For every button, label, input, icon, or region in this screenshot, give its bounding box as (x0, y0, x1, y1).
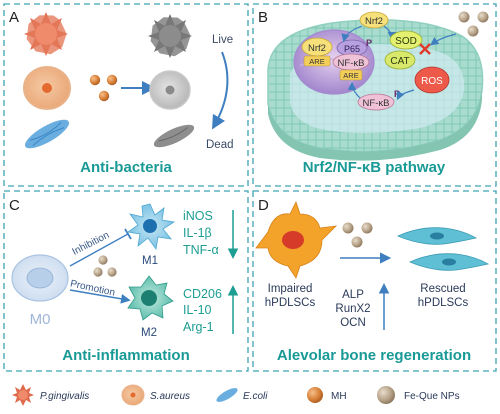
inhibition-label: Inhibition (71, 230, 112, 258)
live-label: Live (212, 34, 233, 46)
promotion-label: Promotion (69, 278, 116, 298)
panel-c-border (3, 190, 249, 372)
nfkb-translocation-arrow (347, 81, 361, 99)
legend-item-mh: MH (307, 387, 347, 403)
m1-macrophage (126, 203, 176, 251)
rescued-hpdlsc-cells (396, 227, 490, 271)
s-aureus-icon (23, 66, 71, 110)
phospho-mark-2: P (394, 89, 400, 99)
legend-label-fe-que-nps: Fe-Que NPs (404, 391, 460, 402)
m2-marker-2: IL-10 (183, 303, 212, 317)
rescued-label-line2: hPDLSCs (418, 297, 469, 309)
are-element-2 (339, 69, 363, 81)
panel-a-title: Anti-bacteria (80, 159, 172, 176)
nfkb-cytoplasmic-label: NF-κB (363, 98, 390, 109)
impaired-hpdlsc-cell (255, 200, 338, 279)
nfkb-nuclear-label: NF-κB (338, 58, 365, 69)
panel-d: D Impaired hPDLSCs Rescued hPDLSCs ALP R… (255, 197, 490, 364)
dead-p-gingivalis-icon (148, 14, 192, 58)
mh-particles-c (93, 255, 117, 277)
e-coli-icon (216, 388, 238, 402)
panel-b-title: Nrf2/NF-κB pathway (303, 159, 446, 176)
fe-que-nps-d (342, 222, 373, 248)
osteo-marker-1: ALP (342, 289, 364, 301)
impaired-label-line1: Impaired (268, 283, 313, 295)
nrf2-cytoplasmic-protein (359, 11, 389, 29)
m2-macrophage (127, 275, 174, 321)
p65-label: P65 (344, 44, 360, 54)
are-label-1: ARE (309, 57, 324, 66)
impaired-label-line2: hPDLSCs (265, 297, 316, 309)
legend-label-p-gingivalis: P.gingivalis (40, 391, 89, 402)
inhibition-cross-icon (419, 43, 431, 55)
m1-marker-3: TNF-α (183, 243, 219, 257)
legend: P.gingivalis S.aureus E.coli MH Fe-Que N… (12, 384, 460, 406)
ros-to-nfkb-arrow (396, 89, 415, 101)
e-coli-icon (24, 119, 70, 149)
panel-a-border (3, 3, 249, 187)
rescued-label-line1: Rescued (420, 283, 465, 295)
live-to-dead-arrow (211, 51, 229, 130)
s-aureus-icon (121, 384, 145, 406)
panel-b-letter: B (258, 9, 268, 26)
nfkb-cytoplasmic-protein (357, 93, 395, 111)
phospho-mark-1: P (366, 38, 372, 48)
m2-marker-3: Arg-1 (183, 320, 214, 334)
osteo-marker-2: RunX2 (335, 303, 370, 315)
mh-particles (89, 74, 118, 102)
cat-label: CAT (390, 56, 409, 67)
panel-c-letter: C (9, 197, 20, 214)
panel-b-border (252, 3, 497, 187)
panel-c: C M0 Inhibition Promotion M1 (9, 197, 239, 364)
sod-enzyme (389, 30, 423, 50)
m1-marker-2: IL-1β (183, 226, 212, 240)
cat-enzyme (384, 50, 416, 70)
cell-body (267, 19, 484, 161)
are-element-1 (303, 55, 331, 67)
m0-macrophage (11, 254, 69, 302)
m2-label: M2 (141, 327, 157, 339)
panel-d-letter: D (258, 197, 269, 214)
dead-e-coli-icon (153, 124, 195, 148)
m1-marker-1: iNOS (183, 209, 213, 223)
m1-label: M1 (142, 255, 158, 267)
nrf2-cytoplasmic-label: Nrf2 (365, 16, 383, 27)
dead-label: Dead (206, 139, 234, 151)
mh-particle-icon (307, 387, 323, 403)
inhibition-line (69, 233, 129, 267)
panel-c-title: Anti-inflammation (62, 347, 190, 364)
m2-marker-1: CD206 (183, 287, 222, 301)
panel-a: A (9, 9, 234, 176)
dead-s-aureus-icon (149, 70, 191, 110)
m0-label: M0 (30, 311, 51, 328)
osteo-marker-3: OCN (340, 317, 366, 329)
p-gingivalis-icon (24, 12, 68, 56)
np-entry-arrow (430, 33, 457, 46)
legend-item-p-gingivalis: P.gingivalis (12, 384, 89, 406)
legend-item-e-coli: E.coli (216, 388, 268, 402)
ros-label: ROS (421, 76, 443, 87)
panel-d-border (252, 190, 497, 372)
panel-a-letter: A (9, 9, 19, 26)
nrf2-nuclear-label: Nrf2 (308, 43, 326, 54)
ros-molecule (414, 66, 450, 94)
panel-b: B Nrf2 ARE P65 P NF-κB ARE Nrf2 (258, 9, 489, 176)
sod-label: SOD (395, 36, 417, 47)
fe-que-nps-group (458, 11, 489, 37)
inhibition-bar (124, 228, 132, 240)
legend-label-e-coli: E.coli (243, 391, 268, 402)
promotion-arrow (69, 289, 131, 304)
legend-label-mh: MH (331, 391, 347, 402)
fe-que-np-icon (377, 386, 395, 404)
legend-label-s-aureus: S.aureus (150, 391, 190, 402)
nrf2-translocation-arrow (341, 25, 363, 43)
p-gingivalis-icon (12, 384, 34, 406)
legend-item-fe-que-nps: Fe-Que NPs (377, 386, 460, 404)
panel-d-title: Alevolar bone regeneration (277, 347, 471, 364)
legend-item-s-aureus: S.aureus (121, 384, 190, 406)
are-label-2: ARE (343, 71, 358, 80)
